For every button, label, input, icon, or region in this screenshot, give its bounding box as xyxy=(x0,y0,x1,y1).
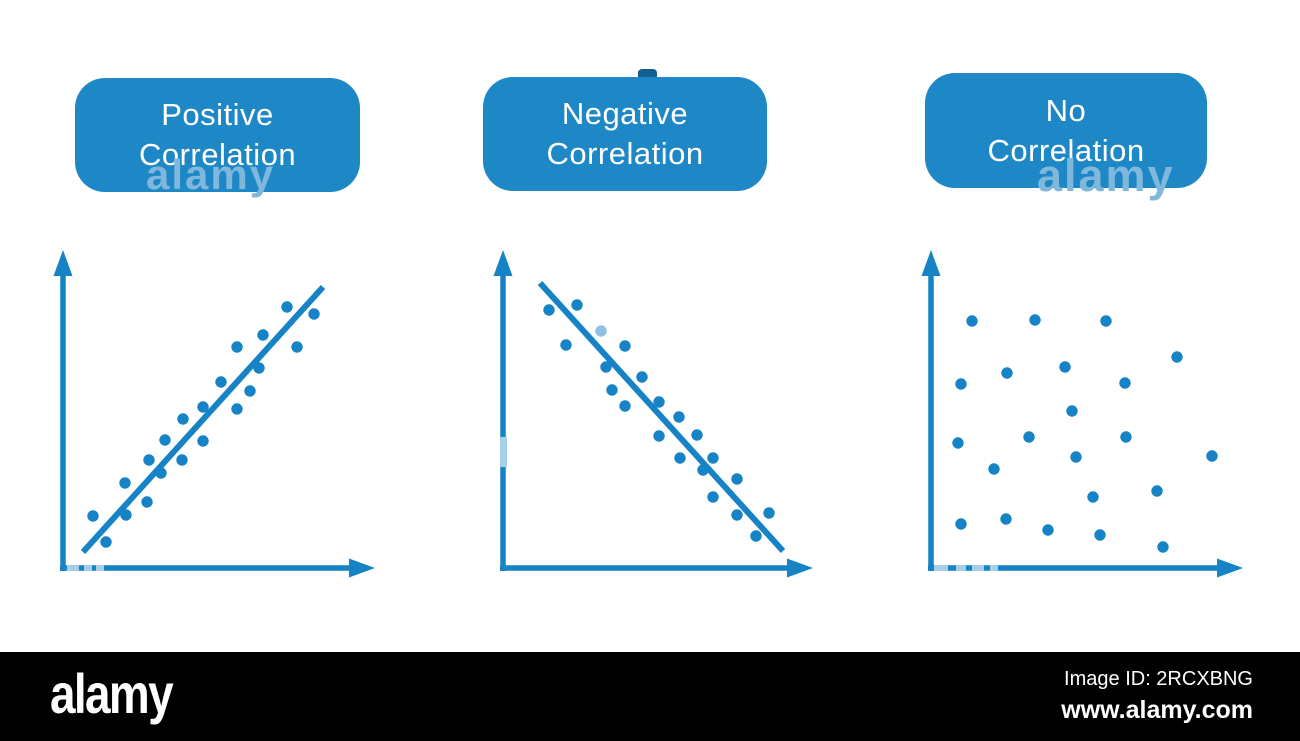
footer-info: Image ID: 2RCXBNG www.alamy.com xyxy=(1061,668,1253,725)
card-title-line: No xyxy=(1045,92,1087,128)
title-card-positive-correlation: Positive Correlation xyxy=(75,78,360,192)
title-card-no-correlation: No Correlation xyxy=(925,73,1207,188)
artifact-mark xyxy=(638,69,657,80)
image-id-text: Image ID: 2RCXBNG xyxy=(1064,668,1253,690)
alamy-url-text: www.alamy.com xyxy=(1061,696,1253,724)
alamy-logo: alamy xyxy=(50,662,174,725)
card-title-line: Correlation xyxy=(546,136,704,171)
card-title-line: Correlation xyxy=(138,137,297,172)
card-title-line: Positive xyxy=(161,97,274,132)
alamy-footer-bar: alamy Image ID: 2RCXBNG www.alamy.com xyxy=(0,652,1300,741)
card-title-line: Correlation xyxy=(987,132,1145,168)
title-card-negative-correlation: Negative Correlation xyxy=(483,77,767,191)
card-title-line: Negative xyxy=(561,96,689,131)
